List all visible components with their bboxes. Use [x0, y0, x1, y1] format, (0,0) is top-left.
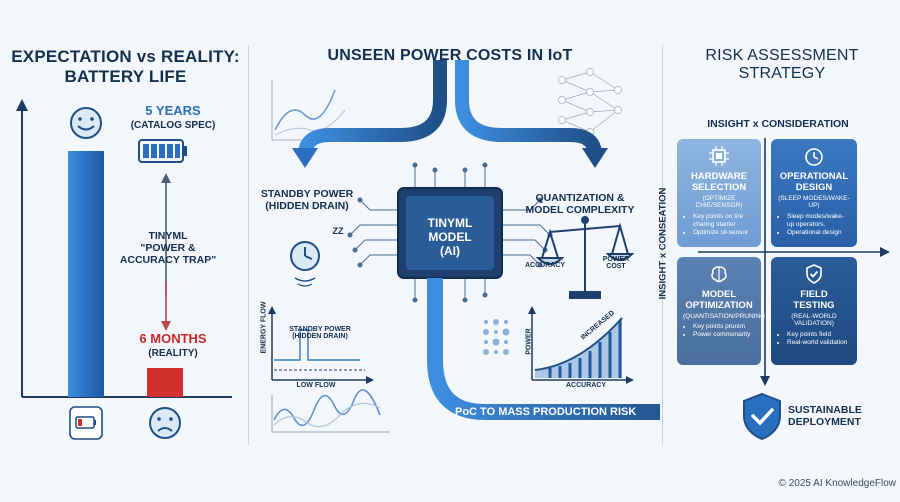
power-accuracy-chart: [528, 306, 634, 384]
scale-power-cost-label: POWER COST: [602, 256, 630, 270]
center-title: UNSEEN POWER COSTS IN IoT: [327, 47, 573, 64]
divider-left: [248, 45, 249, 445]
sustainable-shield-icon: [743, 392, 781, 441]
footer-copyright: © 2025 AI KnowledgeFlow: [778, 478, 896, 489]
expected-note: (CATALOG SPEC): [130, 120, 216, 131]
battery-chart: [16, 99, 232, 440]
matrix-top-label: INSIGHT x CONSIDERATION: [707, 118, 849, 130]
expected-value: 5 YEARS: [145, 103, 201, 118]
matrix-axes: [698, 138, 890, 386]
balance-scale-icon: [535, 216, 635, 299]
data-dots: [483, 319, 510, 355]
battery-low-icon: [69, 406, 103, 440]
energy-ylabel: ENERGY FLOW: [260, 301, 268, 354]
reality-bar: [147, 368, 183, 397]
waveform-sketch: [271, 389, 390, 433]
risk-arrow-label: PoC TO MASS PRODUCTION RISK: [455, 406, 637, 418]
energy-note: STANDBY POWER (HIDDEN DRAIN): [289, 326, 351, 340]
flow-arrow-right: [455, 60, 602, 156]
standby-label: STANDBY POWER (HIDDEN DRAIN): [260, 188, 354, 213]
power-ylabel: POWER: [525, 328, 533, 355]
flow-arrow-left: [298, 60, 447, 156]
right-title: RISK ASSESSMENT STRATEGY: [705, 47, 859, 83]
trap-label: TINYML "POWER & ACCURACY TRAP": [119, 230, 217, 267]
expectation-bar: [68, 151, 104, 397]
reality-value: 6 MONTHS: [139, 331, 207, 346]
brain-icon: [711, 266, 727, 283]
reality-note: (REALITY): [148, 348, 198, 359]
scale-accuracy-label: ACCURACY: [524, 262, 566, 269]
y-axis-arrow: [16, 99, 28, 111]
battery-full-icon: [138, 139, 187, 163]
sleep-zz: ZZ: [332, 226, 344, 236]
risk-flow-arrow: [427, 278, 660, 420]
power-xlabel: ACCURACY: [565, 382, 607, 389]
clock-icon: [290, 241, 320, 287]
divider-right: [662, 45, 663, 445]
quantization-label: QUANTIZATION & MODEL COMPLEXITY: [525, 192, 635, 217]
outcome-label: SUSTAINABLE DEPLOYMENT: [788, 404, 862, 429]
sad-face-icon: [149, 407, 181, 439]
energy-flow-chart: [268, 306, 374, 384]
chip-icon: [397, 187, 503, 279]
neural-network-icon: [558, 68, 622, 136]
chip-label: TINYML MODEL (AI): [427, 216, 473, 258]
left-title: EXPECTATION vs REALITY: BATTERY LIFE: [11, 47, 240, 86]
shield-check-icon: [806, 264, 822, 284]
happy-face-icon: [70, 107, 102, 139]
energy-xlabel: LOW FLOW: [296, 382, 336, 389]
center-diagram: [268, 60, 660, 433]
timer-icon: [805, 148, 823, 166]
cpu-icon: [709, 146, 729, 166]
